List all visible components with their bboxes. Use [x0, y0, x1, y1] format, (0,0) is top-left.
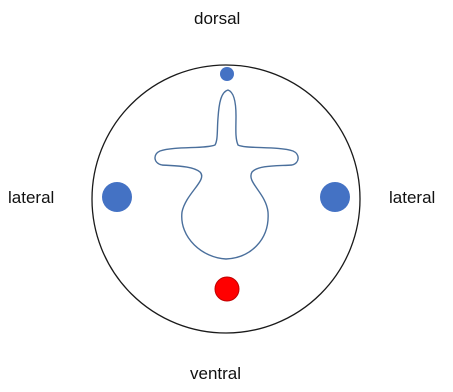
lateral-right-marker: [320, 182, 350, 212]
ventral-marker: [215, 277, 239, 301]
lateral-left-label: lateral: [8, 189, 54, 206]
dorsal-marker: [220, 67, 234, 81]
lateral-left-marker: [102, 182, 132, 212]
ventral-label: ventral: [190, 365, 241, 382]
spinal-cross-section-outline: [155, 90, 298, 259]
dorsal-label: dorsal: [194, 10, 240, 27]
lateral-right-label: lateral: [389, 189, 435, 206]
